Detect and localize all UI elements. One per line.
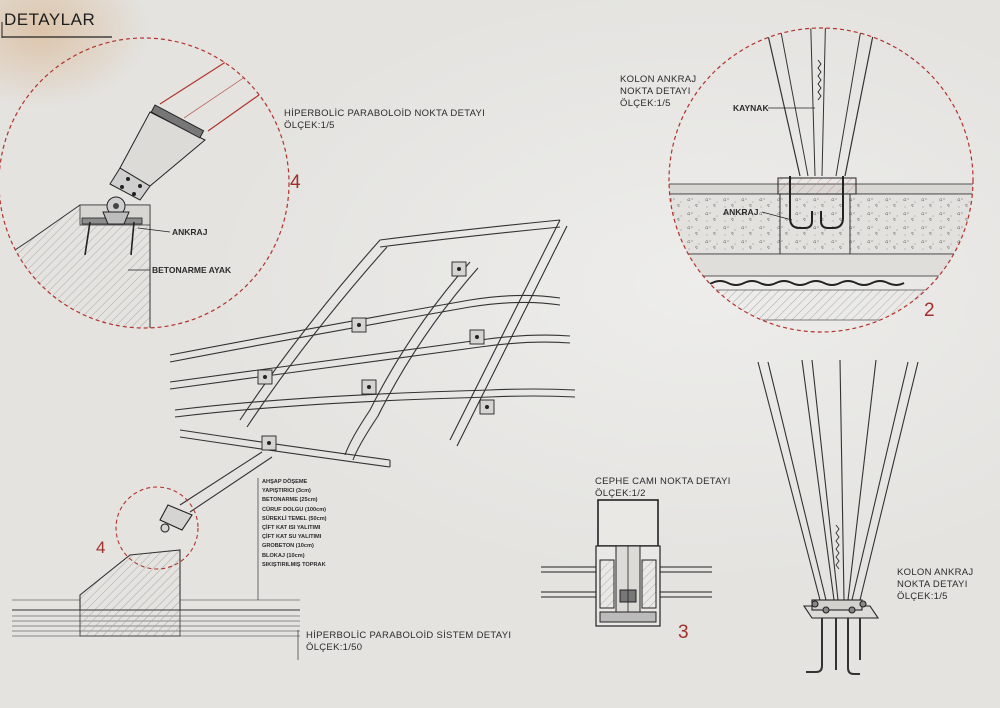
column-anchor-3d-scale: ÖLÇEK:1/5 bbox=[897, 591, 948, 602]
hp-system-drawing bbox=[12, 219, 576, 660]
hp-point-detail-drawing bbox=[0, 37, 290, 329]
layer-item: BETONARME (25cm) bbox=[262, 497, 318, 504]
hp-point-detail-scale: ÖLÇEK:1/5 bbox=[284, 120, 335, 131]
foundation-layer-list: AHŞAP DÖŞEME YAPIŞTIRICI (3cm) BETONARME… bbox=[262, 478, 327, 570]
facade-glass-drawing bbox=[541, 499, 712, 627]
column-anchor-3d-title-2: NOKTA DETAYI bbox=[897, 579, 968, 590]
column-anchor-section-title-1: KOLON ANKRAJ bbox=[620, 74, 697, 85]
page-title: DETAYLAR bbox=[4, 10, 96, 29]
facade-glass-title: CEPHE CAMI NOKTA DETAYI bbox=[595, 476, 731, 487]
facade-glass-number: 3 bbox=[678, 622, 689, 643]
section-anchor-label: ANKRAJ bbox=[723, 207, 759, 217]
concrete-foot-label: BETONARME AYAK bbox=[152, 265, 232, 275]
column-anchor-section-number: 2 bbox=[924, 300, 935, 321]
layer-item: SÜREKLİ TEMEL (50cm) bbox=[262, 515, 327, 522]
layer-item: ÇİFT KAT SU YALITIMI bbox=[262, 534, 322, 541]
hp-system-callout-circle bbox=[115, 486, 199, 570]
title-underline bbox=[1, 22, 112, 38]
layer-item: SIKIŞTIRILMIŞ TOPRAK bbox=[262, 561, 326, 568]
anchor-label: ANKRAJ bbox=[172, 227, 208, 237]
hp-system-callout-number: 4 bbox=[96, 538, 106, 557]
layer-item: CÜRUF DOLGU (100cm) bbox=[262, 506, 327, 513]
hp-system-scale: ÖLÇEK:1/50 bbox=[306, 642, 363, 653]
column-anchor-section-drawing bbox=[668, 27, 974, 333]
column-anchor-section-title-2: NOKTA DETAYI bbox=[620, 86, 691, 97]
facade-glass-scale: ÖLÇEK:1/2 bbox=[595, 488, 646, 499]
weld-label: KAYNAK bbox=[733, 103, 769, 113]
column-anchor-section-scale: ÖLÇEK:1/5 bbox=[620, 98, 671, 109]
column-anchor-3d-drawing bbox=[757, 359, 919, 675]
hp-point-detail-title: HİPERBOLİC PARABOLOİD NOKTA DETAYI bbox=[284, 108, 486, 119]
layer-item: GROBETON (10cm) bbox=[262, 543, 314, 550]
layer-item: YAPIŞTIRICI (3cm) bbox=[262, 488, 311, 495]
hp-system-title: HİPERBOLİC PARABOLOİD SİSTEM DETAYI bbox=[306, 630, 512, 641]
hp-point-detail-number: 4 bbox=[290, 172, 301, 193]
layer-item: ÇİFT KAT ISI YALITIMI bbox=[262, 525, 321, 532]
column-anchor-3d-title-1: KOLON ANKRAJ bbox=[897, 567, 974, 578]
layer-item: AHŞAP DÖŞEME bbox=[262, 479, 308, 485]
layer-item: BLOKAJ (10cm) bbox=[262, 552, 305, 559]
